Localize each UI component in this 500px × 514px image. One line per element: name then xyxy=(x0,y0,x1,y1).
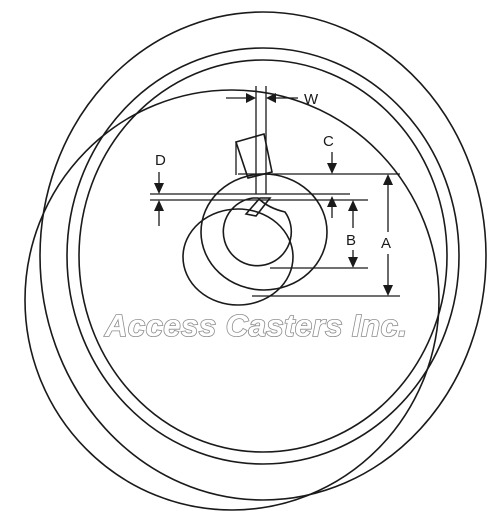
label-w: W xyxy=(304,91,319,108)
key-projection xyxy=(234,132,273,179)
wheel-rim-outer xyxy=(66,47,460,465)
b-arrow-bottom-head xyxy=(348,257,358,268)
a-arrow-top-head xyxy=(383,174,393,185)
hub-back xyxy=(182,208,294,306)
wheel-rim-inner xyxy=(78,59,448,453)
wheel-back-face xyxy=(24,89,440,511)
label-b: B xyxy=(346,232,356,249)
wheel-front-outer xyxy=(39,11,487,501)
watermark: Access Casters Inc. xyxy=(104,308,407,343)
d-arrow-bottom-head xyxy=(154,200,164,211)
bore-hole xyxy=(222,197,293,267)
hub-front xyxy=(200,173,328,291)
c-arrow-bottom-head xyxy=(327,196,337,207)
c-arrow-top-head xyxy=(327,163,337,174)
keyway xyxy=(244,197,272,217)
d-arrow-top-head xyxy=(154,183,164,194)
label-d: D xyxy=(155,152,166,169)
label-a: A xyxy=(381,235,391,252)
b-arrow-top-head xyxy=(348,200,358,211)
w-arrow-right-head xyxy=(266,93,276,103)
label-c: C xyxy=(323,133,334,150)
a-arrow-bottom-head xyxy=(383,285,393,296)
w-arrow-left-head xyxy=(246,93,256,103)
